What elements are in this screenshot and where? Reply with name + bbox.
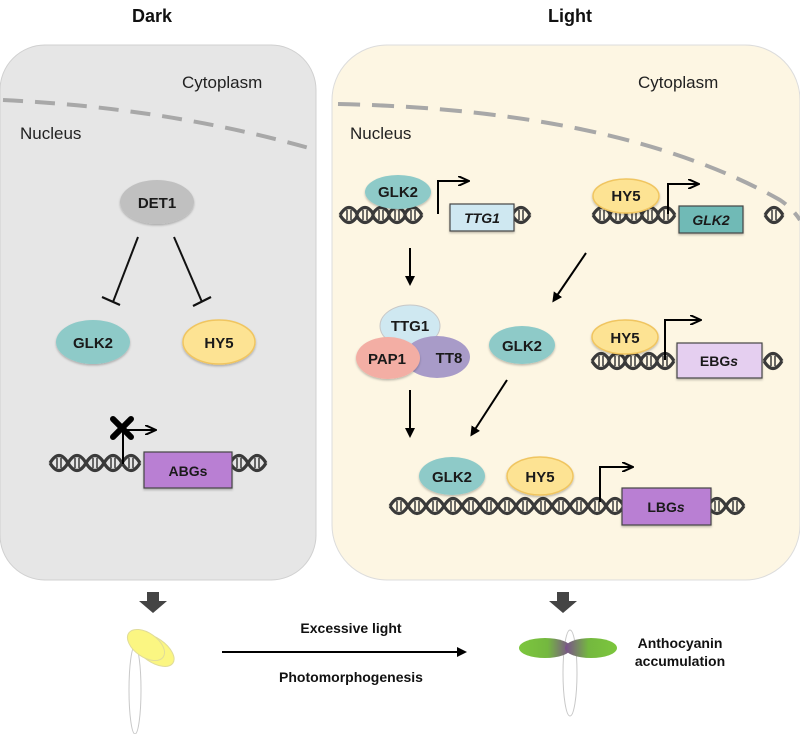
dark-outcome-arrow (139, 592, 167, 613)
module-lbgs: GLK2 HY5 LBGs (388, 456, 746, 526)
blocked-x-icon (110, 416, 134, 440)
glk2-gene-label: GLK2 (692, 212, 730, 228)
abgs-gene: ABGs (143, 451, 233, 489)
mbw-complex: TTG1 TT8 PAP1 (356, 304, 470, 379)
ebgs-transcription-arrow (664, 320, 700, 360)
ebgs-gene-box (676, 342, 763, 379)
dark-hy5-protein: HY5 (182, 319, 256, 365)
excessive-light-label: Excessive light (300, 620, 402, 636)
light-cytoplasm-label: Cytoplasm (638, 73, 718, 92)
anthocyanin-label-line1: Anthocyanin (638, 635, 723, 651)
ebgs-gene-label: EBGs (700, 353, 738, 369)
ttg1-gene-label: TTG1 (464, 210, 500, 226)
light-glk2-label-3: GLK2 (432, 469, 472, 486)
lbgs-transcription-arrow (599, 467, 632, 502)
module-hy5-glk2: HY5 GLK2 (591, 178, 785, 234)
light-nucleus-label: Nucleus (350, 124, 411, 143)
green-seedling-icon (519, 629, 617, 717)
dark-hy5-label: HY5 (204, 335, 233, 352)
anthocyanin-label-line2: accumulation (635, 653, 725, 669)
light-cell (331, 44, 800, 581)
light-outcome-arrow (549, 592, 577, 613)
det1-inhibits-glk2 (101, 236, 139, 307)
arrow-glk2-to-lbgs (470, 379, 508, 437)
light-hy5-protein-1 (592, 178, 660, 214)
dark-cytoplasm-label: Cytoplasm (182, 73, 262, 92)
light-hy5-protein-3 (506, 456, 574, 496)
ttg1-gene-box (449, 203, 515, 232)
light-hy5-label-2: HY5 (610, 330, 639, 347)
dark-title: Dark (132, 6, 173, 26)
module-glk2-ttg1: GLK2 TTG1 (338, 175, 532, 232)
glk2-gene-box (678, 205, 744, 234)
light-glk2-free-label: GLK2 (502, 338, 542, 355)
tt8-label: TT8 (436, 350, 463, 367)
light-glk2-free: GLK2 (489, 326, 555, 364)
pap1-protein (356, 337, 420, 379)
tt8-protein (404, 336, 470, 378)
light-hy5-protein-2 (591, 319, 659, 355)
light-hy5-label-3: HY5 (525, 469, 554, 486)
light-hy5-label-1: HY5 (611, 188, 640, 205)
dark-glk2-label: GLK2 (73, 335, 113, 352)
module-hy5-ebgs: HY5 EBGs (590, 319, 784, 379)
det1-label: DET1 (138, 195, 176, 212)
lbgs-gene-box (621, 487, 712, 526)
light-glk2-protein-3 (419, 457, 485, 495)
glk2-transcription-arrow (667, 184, 698, 214)
ttg1-transcription-arrow (437, 181, 468, 214)
dark-nuclear-envelope (2, 98, 317, 152)
light-panel: Light Cytoplasm Nucleus GLK2 TTG1 HY5 (331, 6, 800, 581)
dark-cell (0, 44, 317, 581)
dark-panel: Dark Cytoplasm Nucleus DET1 GLK2 HY5 (0, 6, 317, 581)
lbgs-gene-label: LBGs (647, 499, 685, 515)
light-glk2-protein-1 (365, 175, 431, 209)
ttg1-protein-label: TTG1 (391, 318, 429, 335)
arrow-glk2gene-to-glk2 (552, 252, 587, 303)
pap1-label: PAP1 (368, 351, 406, 368)
det1-protein: DET1 (120, 180, 194, 224)
light-title: Light (548, 6, 592, 26)
det1-inhibits-hy5 (173, 236, 212, 307)
dark-glk2-protein: GLK2 (56, 320, 130, 364)
photomorphogenesis-label: Photomorphogenesis (279, 669, 423, 685)
light-nuclear-envelope (337, 102, 800, 222)
etiolated-seedling-icon (126, 628, 175, 734)
abgs-label: ABGs (169, 463, 208, 479)
light-glk2-label-1: GLK2 (378, 184, 418, 201)
dark-nucleus-label: Nucleus (20, 124, 81, 143)
